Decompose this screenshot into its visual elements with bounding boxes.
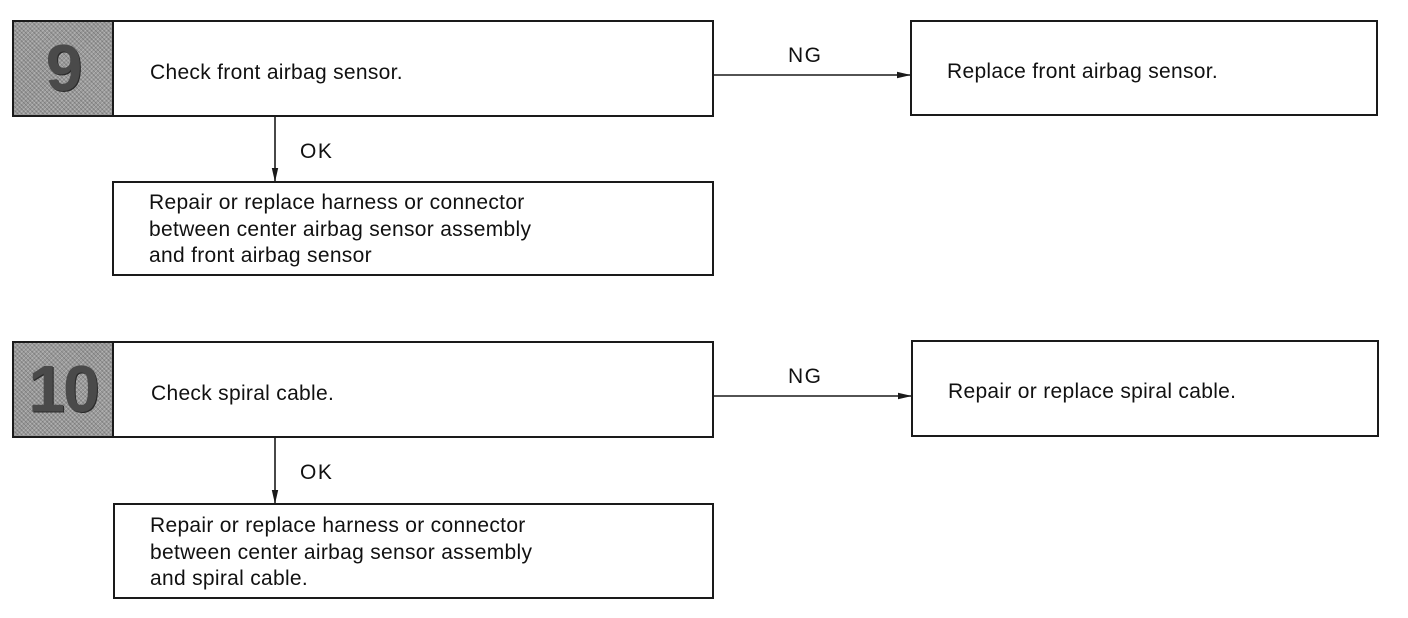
step-9-ok-action-box: Repair or replace harness or connector b…: [112, 181, 714, 276]
step-10-ng-action-box: Repair or replace spiral cable.: [911, 340, 1379, 437]
step-9-ng-action-box: Replace front airbag sensor.: [910, 20, 1378, 116]
step-10-ok-action-box: Repair or replace harness or connector b…: [113, 503, 714, 599]
step-10-ok-action-line-1: Repair or replace harness or connector: [150, 514, 526, 537]
step-9-number-badge: 9: [12, 20, 114, 117]
step-9-ng-action-text: Replace front airbag sensor.: [947, 60, 1219, 83]
step-10-number-badge: 10: [12, 341, 114, 438]
step-10-check-text: Check spiral cable.: [151, 382, 335, 405]
step-10-ok-action-text: Repair or replace harness or connector b…: [150, 513, 532, 593]
step-10-ng-action-text: Repair or replace spiral cable.: [948, 380, 1237, 403]
step-10-ng-label: NG: [788, 365, 823, 388]
step-9-ok-action-text: Repair or replace harness or connector b…: [149, 190, 531, 270]
step-9-number: 9: [45, 29, 83, 104]
step-10-number: 10: [28, 350, 99, 425]
step-10-ok-action-line-3: and spiral cable.: [150, 567, 309, 590]
step-9-ok-label: OK: [300, 140, 334, 163]
step-9-ng-label: NG: [788, 44, 823, 67]
step-9-ok-action-line-2: between center airbag sensor assembly: [149, 217, 532, 241]
step-9-ok-action-line-3: and front airbag sensor: [149, 244, 372, 267]
step-10-ok-label: OK: [300, 461, 334, 484]
step-9-check-text: Check front airbag sensor.: [150, 61, 403, 84]
step-9-check-box: 9 Check front airbag sensor.: [12, 20, 714, 117]
step-10-check-box: 10 Check spiral cable.: [12, 341, 714, 438]
step-10-ok-action-line-2: between center airbag sensor assembly: [150, 540, 533, 564]
step-9-ok-action-line-1: Repair or replace harness or connector: [149, 191, 525, 214]
